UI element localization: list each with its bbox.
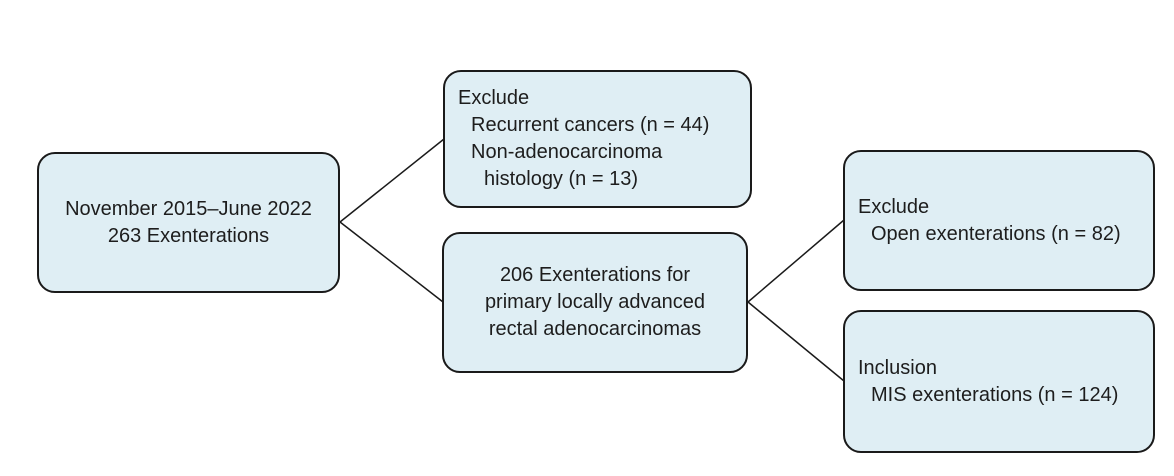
box-text-line: 263 Exenterations — [107, 224, 270, 247]
box-text-line: rectal adenocarcinomas — [488, 318, 702, 340]
box-inclusion-mis: Inclusion MIS exenterations (n = 124) — [843, 310, 1155, 453]
box-text-line: Inclusion — [858, 356, 937, 379]
box-text-line: Open exenterations (n = 82) — [871, 222, 1121, 245]
box-text-line: MIS exenterations (n = 124) — [871, 383, 1119, 406]
box-text-line: November 2015–June 2022 — [65, 197, 312, 220]
connector-cohort-to-primary — [339, 221, 444, 303]
box-exclude-open: Exclude Open exenterations (n = 82) — [843, 150, 1155, 291]
box-text-line: histology (n = 13) — [484, 168, 638, 190]
box-text-line: Exclude — [458, 87, 530, 109]
box-text-line: Exclude — [858, 195, 930, 218]
box-cohort: November 2015–June 2022 263 Exenteration… — [37, 152, 340, 293]
connector-primary-to-exclude2 — [747, 219, 845, 303]
box-exclude-recurrent-histology: Exclude Recurrent cancers (n = 44) Non-a… — [443, 70, 752, 208]
box-text-line: 206 Exenterations for — [499, 264, 691, 286]
box-text-line: Non-adenocarcinoma — [471, 141, 663, 163]
box-text-line: Recurrent cancers (n = 44) — [471, 114, 710, 136]
box-text-line: primary locally advanced — [484, 291, 706, 313]
box-primary-exenterations: 206 Exenterations for primary locally ad… — [442, 232, 748, 373]
connector-primary-to-inclusion — [747, 301, 845, 382]
connector-cohort-to-exclude1 — [339, 138, 445, 223]
